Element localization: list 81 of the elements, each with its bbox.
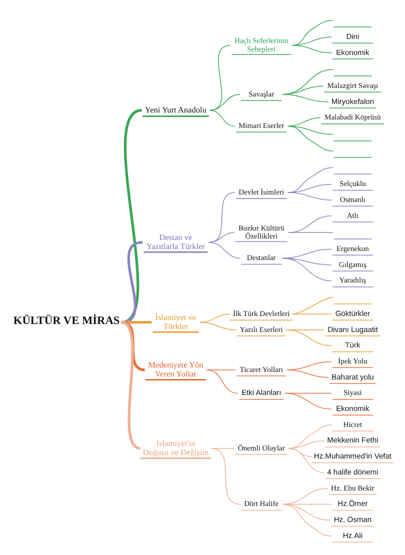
connector — [287, 166, 334, 192]
connector — [284, 392, 332, 410]
node-text: Baharat yolu — [332, 372, 374, 381]
node-text: İlk Türk Devletleri — [232, 308, 290, 318]
node-text: Mekkenin Fethi — [327, 435, 378, 444]
connector — [287, 183, 332, 192]
node-line — [333, 173, 372, 174]
node-text: Türk — [345, 340, 360, 350]
connector — [287, 116, 321, 126]
node-text: Yaradılış — [339, 275, 366, 284]
node-text: Siyasi — [343, 388, 362, 397]
node-text: Atlı — [346, 210, 359, 220]
node-text: Dini — [346, 31, 360, 40]
node-text: Ticaret Yolları — [240, 364, 283, 374]
connector — [209, 94, 241, 110]
node-text: Hz. Ebu Bekir — [331, 482, 374, 492]
node-text: İslamiyet'in Doğuşu ve Değişim — [142, 438, 209, 457]
connector — [287, 192, 332, 200]
node-line — [333, 75, 372, 76]
node-text: Haçlı Seferlerinin Sebepleri — [234, 36, 288, 53]
connector — [282, 503, 332, 536]
connector — [286, 369, 329, 378]
node-text: Hicret — [343, 419, 362, 428]
connector — [292, 44, 332, 53]
node-text: İslamiyet ve Türkler — [155, 312, 196, 330]
node-text: Divanı Lugaatit — [328, 324, 378, 334]
connector — [286, 329, 332, 346]
node-line — [333, 156, 372, 158]
node-text: Dört Halife — [244, 498, 279, 508]
connector — [120, 320, 141, 450]
connector — [199, 321, 237, 330]
node-text: Ekonomik — [336, 47, 370, 56]
node-line — [333, 140, 372, 141]
node-text: Gılgamış — [338, 259, 367, 268]
node-text: Hz.Muhammed'in Vefat — [314, 451, 392, 460]
node-text: Malabadi Köprüsü — [324, 112, 381, 122]
node-line — [333, 26, 372, 27]
connector — [292, 296, 334, 314]
node-text: Devlet İsimleri — [238, 186, 284, 196]
node-text: Medeniyete Yön Veren Yollar — [148, 360, 204, 378]
node-text: KÜLTÜR VE MİRAS — [13, 314, 120, 327]
connector — [282, 248, 332, 258]
node-text: Miryokefalon — [331, 96, 374, 106]
node-text: Mimari Eserler — [238, 120, 284, 130]
connector — [206, 369, 238, 394]
connector — [208, 241, 241, 258]
node-text: Yeni Yurt Anadolu — [144, 104, 206, 114]
node-text: Selçuklu — [340, 178, 366, 188]
node-line — [333, 238, 372, 239]
node-text: 4 halife dönemi — [327, 466, 378, 476]
node-text: Osmanlı — [340, 194, 366, 204]
connector — [208, 232, 235, 242]
node-text: Hz. Osman — [334, 514, 372, 524]
connector — [210, 448, 241, 504]
node-text: Bozkır Kültürü Özellikleri — [238, 222, 284, 240]
node-text: Savaşlar — [248, 88, 274, 98]
node-text: Önemli Olaylar — [238, 442, 285, 452]
node-text: Destan ve Yazıtlarla Türkler — [146, 232, 206, 250]
connector — [292, 20, 334, 46]
connector — [121, 320, 145, 371]
node-text: Göktürkler — [335, 308, 370, 318]
node-text: İpek Yolu — [338, 356, 368, 365]
node-text: Ergenekon — [336, 244, 369, 253]
connector — [288, 448, 324, 472]
node-text: Yazılı Eserleri — [240, 324, 283, 334]
node-text: Ekonomik — [336, 404, 370, 413]
node-text: Destanlar — [246, 252, 276, 262]
node-text: Hz.Ömer — [338, 498, 368, 508]
node-text: Etki Alanları — [241, 388, 282, 397]
node-line — [333, 302, 372, 304]
connector — [292, 313, 332, 314]
connector — [282, 257, 332, 281]
connector — [282, 488, 328, 504]
node-text: Malazgirt Savaşı — [327, 80, 378, 90]
connector — [287, 125, 334, 151]
connector — [282, 94, 329, 102]
connector — [120, 108, 142, 324]
connector — [121, 320, 152, 324]
connector — [208, 192, 236, 242]
node-text: Hz.Ali — [342, 530, 363, 540]
connector — [209, 109, 236, 126]
